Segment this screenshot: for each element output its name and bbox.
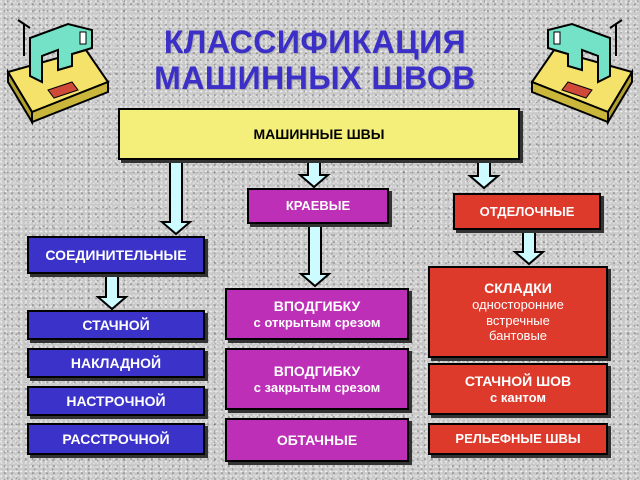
- down-arrow-icon: [297, 159, 331, 189]
- sewing-machine-icon: [530, 19, 634, 126]
- page-title: КЛАССИФИКАЦИЯ МАШИННЫХ ШВОВ: [120, 24, 510, 96]
- connecting-item-label: НАКЛАДНОЙ: [70, 354, 162, 371]
- edge-item-sub: с открытым срезом: [253, 314, 381, 330]
- root-box: МАШИННЫЕ ШВЫ: [118, 108, 520, 160]
- folds-line: встречные: [486, 312, 550, 328]
- title-line-1: КЛАССИФИКАЦИЯ: [163, 24, 467, 60]
- down-arrow-icon: [159, 159, 193, 236]
- edge-label: КРАЕВЫЕ: [285, 198, 351, 214]
- down-arrow-icon: [298, 225, 332, 288]
- folds-line: односторонние: [472, 297, 564, 312]
- finishing-item-folds: СКЛАДКИ односторонние встречные бантовые: [428, 266, 608, 358]
- edge-item-title: ВПОДГИБКУ: [273, 297, 361, 314]
- finishing-box: ОТДЕЛОЧНЫЕ: [453, 193, 601, 230]
- connecting-item-label: РАССТРОЧНОЙ: [62, 430, 170, 447]
- edge-item-title: ОБТАЧНЫЕ: [276, 431, 358, 448]
- edge-item-closed-hem: ВПОДГИБКУ с закрытым срезом: [225, 348, 409, 410]
- connecting-label: СОЕДИНИТЕЛЬНЫЕ: [45, 246, 187, 263]
- relief-label: РЕЛЬЕФНЫЕ ШВЫ: [455, 431, 581, 447]
- connecting-item-stitched: СТАЧНОЙ: [27, 310, 205, 340]
- down-arrow-icon: [95, 275, 129, 311]
- edge-item-faced: ОБТАЧНЫЕ: [225, 418, 409, 462]
- edge-box: КРАЕВЫЕ: [247, 188, 389, 224]
- connecting-item-topstitch: НАСТРОЧНОЙ: [27, 386, 205, 416]
- down-arrow-icon: [467, 159, 501, 190]
- title-line-2: МАШИННЫХ ШВОВ: [154, 60, 476, 96]
- folds-title: СКЛАДКИ: [484, 280, 552, 297]
- finishing-item-relief: РЕЛЬЕФНЫЕ ШВЫ: [428, 423, 608, 455]
- connecting-box: СОЕДИНИТЕЛЬНЫЕ: [27, 236, 205, 274]
- connecting-item-overlay: НАКЛАДНОЙ: [27, 348, 205, 378]
- down-arrow-icon: [512, 231, 546, 266]
- piped-title: СТАЧНОЙ ШОВ: [464, 372, 572, 389]
- connecting-item-flat-felled: РАССТРОЧНОЙ: [27, 423, 205, 455]
- folds-line: бантовые: [488, 328, 548, 344]
- finishing-label: ОТДЕЛОЧНЫЕ: [479, 203, 575, 219]
- piped-sub: с кантом: [489, 389, 546, 405]
- sewing-machine-icon: [6, 19, 110, 126]
- connecting-item-label: СТАЧНОЙ: [82, 316, 150, 333]
- root-label: МАШИННЫЕ ШВЫ: [253, 125, 385, 142]
- connecting-item-label: НАСТРОЧНОЙ: [66, 392, 166, 409]
- finishing-item-piped: СТАЧНОЙ ШОВ с кантом: [428, 363, 608, 415]
- edge-item-title: ВПОДГИБКУ: [273, 362, 361, 379]
- edge-item-sub: с закрытым срезом: [253, 379, 381, 395]
- edge-item-open-hem: ВПОДГИБКУ с открытым срезом: [225, 288, 409, 340]
